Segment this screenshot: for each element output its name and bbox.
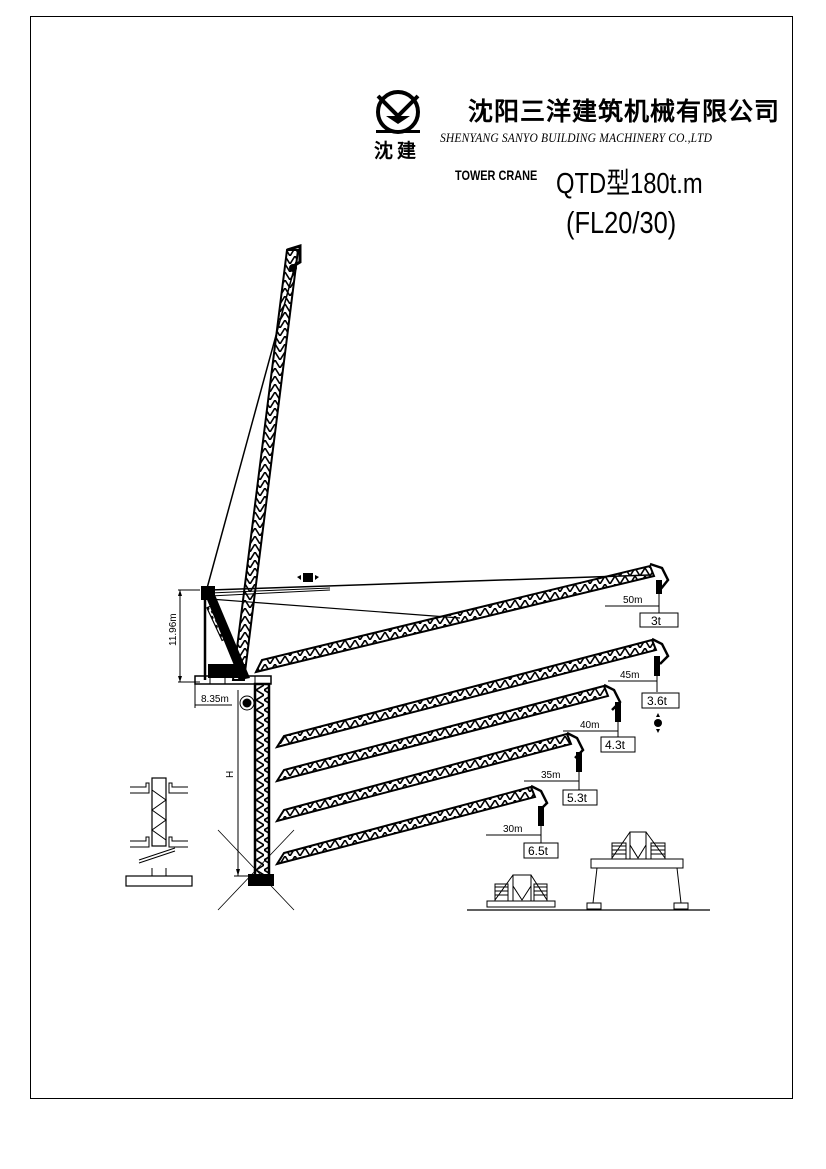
a-frame bbox=[201, 574, 651, 680]
drawing-frame bbox=[30, 16, 793, 1099]
tower-mast bbox=[217, 682, 295, 911]
jib-50m bbox=[254, 562, 670, 674]
load-label: 5.3t bbox=[567, 791, 588, 805]
logo-text: 沈建 bbox=[374, 140, 421, 162]
transport-frame-gantry bbox=[586, 831, 689, 910]
radius-label: 30m bbox=[503, 824, 522, 835]
dimension-a-frame-height: 11.96m bbox=[168, 589, 200, 683]
model-title: QTD型180t.m bbox=[556, 168, 703, 200]
jib-40m bbox=[274, 683, 622, 783]
counter-jib-length-label: 8.35m bbox=[201, 694, 229, 705]
product-type-label: TOWER CRANE bbox=[455, 167, 538, 183]
load-label: 3.6t bbox=[647, 694, 668, 708]
company-name-cn: 沈阳三洋建筑机械有限公司 bbox=[468, 97, 781, 126]
company-logo-icon bbox=[376, 90, 420, 134]
radius-30m: 30m 6.5t bbox=[486, 824, 559, 859]
radius-label: 45m bbox=[620, 670, 639, 681]
radius-40m: 40m 4.3t bbox=[563, 720, 636, 753]
radius-50m: 50m 3t bbox=[605, 595, 679, 628]
tower-height-label: H bbox=[225, 771, 236, 778]
hook-travel-icon bbox=[654, 713, 662, 733]
luffing-jib-raised bbox=[205, 243, 302, 681]
series-title: (FL20/30) bbox=[566, 205, 677, 240]
transport-frame-small bbox=[486, 874, 556, 908]
radius-label: 50m bbox=[623, 595, 642, 606]
a-frame-height-label: 11.96m bbox=[168, 613, 179, 646]
radius-label: 35m bbox=[541, 770, 560, 781]
dimension-tower-height: H bbox=[225, 690, 250, 877]
dimension-counter-jib: 8.35m bbox=[194, 684, 232, 708]
radius-35m: 35m 5.3t bbox=[524, 770, 598, 806]
company-name-en: SHENYANG SANYO BUILDING MACHINERY CO.,LT… bbox=[440, 131, 713, 145]
jib-35m bbox=[274, 731, 585, 823]
trolley-direction-icon bbox=[297, 573, 319, 582]
slewing-platform bbox=[194, 675, 272, 711]
jib-45m bbox=[274, 637, 670, 749]
load-label: 4.3t bbox=[605, 738, 626, 752]
load-label: 6.5t bbox=[528, 844, 549, 858]
climbing-detail-diagram bbox=[125, 777, 193, 887]
load-label: 3t bbox=[651, 614, 662, 628]
radius-label: 40m bbox=[580, 720, 599, 731]
radius-45m: 45m 3.6t bbox=[608, 670, 680, 733]
